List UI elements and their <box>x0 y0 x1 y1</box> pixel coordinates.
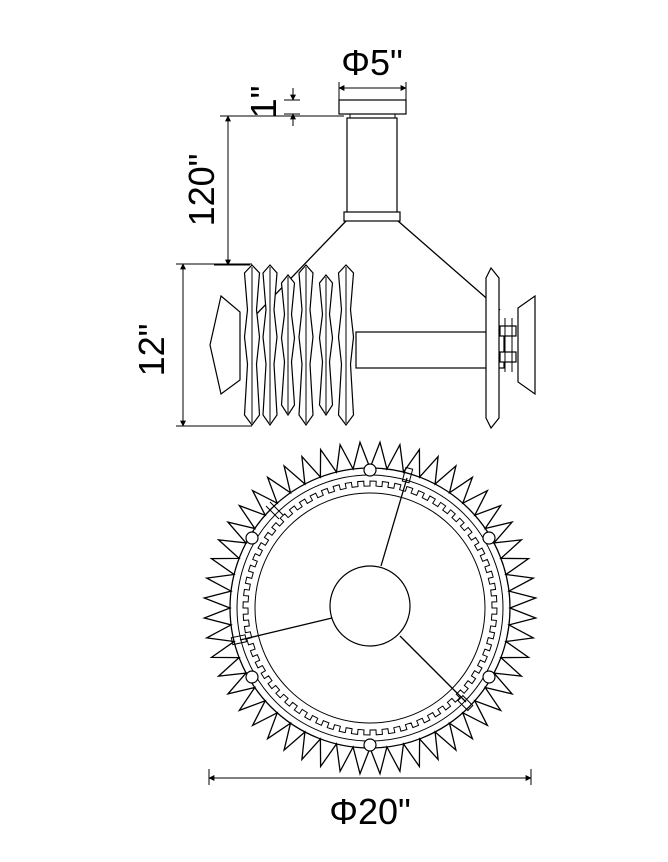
bulb-socket <box>363 463 377 477</box>
overall-diameter-label: Φ20" <box>329 791 411 832</box>
bulb-socket <box>482 670 496 684</box>
chain-length-dimension: 120" <box>181 115 344 266</box>
overall-diameter-dimension: Φ20" <box>208 769 532 832</box>
bulb-sockets <box>245 463 496 752</box>
notched-inner-ring <box>242 480 498 736</box>
chain-length-label: 120" <box>181 154 222 227</box>
body-height-label: 12" <box>131 324 172 377</box>
bulb-socket <box>245 670 259 684</box>
center-arm <box>355 331 505 369</box>
spoke-left <box>239 617 333 641</box>
suspension-cable-right <box>397 220 501 311</box>
canopy-diameter-label: Φ5" <box>341 42 403 83</box>
bulb-socket <box>245 531 259 545</box>
crystal-columns <box>243 264 355 427</box>
body-height-dimension: 12" <box>131 263 252 427</box>
bulb-socket <box>363 738 377 752</box>
canopy-diameter-dimension: Φ5" <box>338 42 407 100</box>
canopy <box>338 99 407 115</box>
canopy-height-dimension: 1" <box>243 86 300 126</box>
canopy-height-label: 1" <box>243 86 284 119</box>
spoke-lower-right <box>399 635 467 703</box>
suspension-cable-left <box>245 220 347 326</box>
notch-pattern <box>242 480 498 736</box>
rod-collar <box>343 211 401 222</box>
down-rod <box>346 117 398 215</box>
inner-ring-edge <box>254 492 486 724</box>
top-view <box>202 440 538 776</box>
spoke-top <box>380 477 408 567</box>
bulb-socket <box>482 531 496 545</box>
side-view <box>209 99 536 430</box>
center-hub <box>329 565 411 647</box>
